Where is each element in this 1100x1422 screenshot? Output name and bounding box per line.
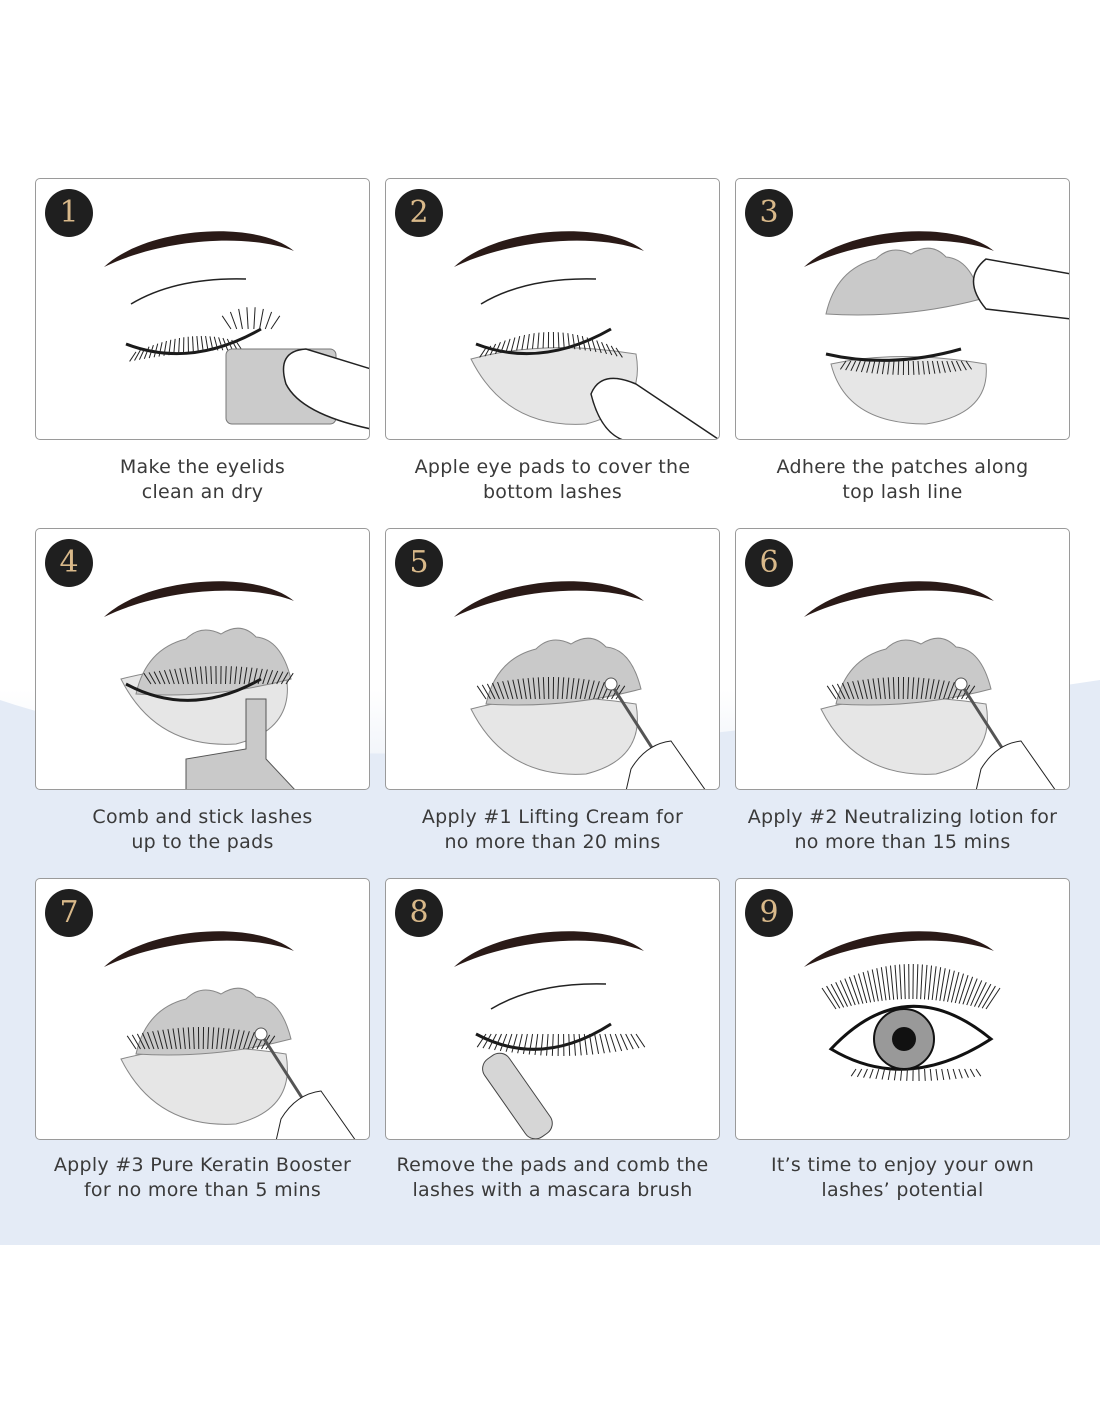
caption-line-1: Make the eyelids xyxy=(119,456,286,478)
step-1-illustration: 1 xyxy=(35,178,370,440)
step-9-illustration: 9 xyxy=(735,878,1070,1140)
caption-line-2: bottom lashes xyxy=(482,481,623,503)
step-4-caption: Comb and stick lashes up to the pads xyxy=(30,805,375,855)
eye-illustration xyxy=(804,231,1069,425)
step-number-badge: 1 xyxy=(45,189,93,237)
step-3-illustration: 3 xyxy=(735,178,1070,440)
step-1-caption: Make the eyelids clean an dry xyxy=(30,455,375,505)
caption-line-2: up to the pads xyxy=(131,831,274,853)
step-7-caption: Apply #3 Pure Keratin Booster for no more… xyxy=(30,1153,375,1203)
step-7-illustration: 7 xyxy=(35,878,370,1140)
caption-line-2: top lash line xyxy=(842,481,963,503)
step-5-illustration: 5 xyxy=(385,528,720,790)
caption-line-2: clean an dry xyxy=(141,481,264,503)
step-4-illustration: 4 xyxy=(35,528,370,790)
eye-illustration xyxy=(104,581,295,789)
step-3-caption: Adhere the patches along top lash line xyxy=(730,455,1075,505)
step-8-caption: Remove the pads and comb the lashes with … xyxy=(380,1153,725,1203)
caption-line-1: Apply #3 Pure Keratin Booster xyxy=(53,1154,352,1176)
eye-illustration xyxy=(804,581,1056,789)
caption-line-2: lashes with a mascara brush xyxy=(412,1179,693,1201)
eye-illustration xyxy=(454,231,719,439)
step-6-caption: Apply #2 Neutralizing lotion for no more … xyxy=(730,805,1075,855)
eye-illustration xyxy=(104,931,356,1139)
eye-illustration xyxy=(804,931,1001,1081)
caption-line-2: lashes’ potential xyxy=(821,1179,984,1201)
caption-line-1: Comb and stick lashes xyxy=(92,806,313,828)
caption-line-2: for no more than 5 mins xyxy=(83,1179,322,1201)
caption-line-1: Apple eye pads to cover the xyxy=(414,456,691,478)
step-number-badge: 4 xyxy=(45,539,93,587)
step-9-caption: It’s time to enjoy your own lashes’ poten… xyxy=(730,1153,1075,1203)
step-number-badge: 3 xyxy=(745,189,793,237)
caption-line-1: It’s time to enjoy your own xyxy=(770,1154,1035,1176)
eye-illustration xyxy=(454,931,646,1139)
step-number-badge: 6 xyxy=(745,539,793,587)
caption-line-1: Remove the pads and comb the xyxy=(396,1154,709,1176)
step-6-illustration: 6 xyxy=(735,528,1070,790)
caption-line-2: no more than 20 mins xyxy=(444,831,661,853)
caption-line-1: Adhere the patches along xyxy=(776,456,1029,478)
caption-line-1: Apply #1 Lifting Cream for xyxy=(421,806,684,828)
eye-illustration xyxy=(104,231,369,430)
step-number-badge: 9 xyxy=(745,889,793,937)
caption-line-1: Apply #2 Neutralizing lotion for xyxy=(747,806,1058,828)
step-number-badge: 7 xyxy=(45,889,93,937)
step-number-badge: 5 xyxy=(395,539,443,587)
step-number-badge: 8 xyxy=(395,889,443,937)
caption-line-2: no more than 15 mins xyxy=(794,831,1011,853)
step-8-illustration: 8 xyxy=(385,878,720,1140)
step-2-illustration: 2 xyxy=(385,178,720,440)
eye-illustration xyxy=(454,581,706,789)
step-number-badge: 2 xyxy=(395,189,443,237)
step-5-caption: Apply #1 Lifting Cream for no more than 2… xyxy=(380,805,725,855)
step-2-caption: Apple eye pads to cover the bottom lashes xyxy=(380,455,725,505)
